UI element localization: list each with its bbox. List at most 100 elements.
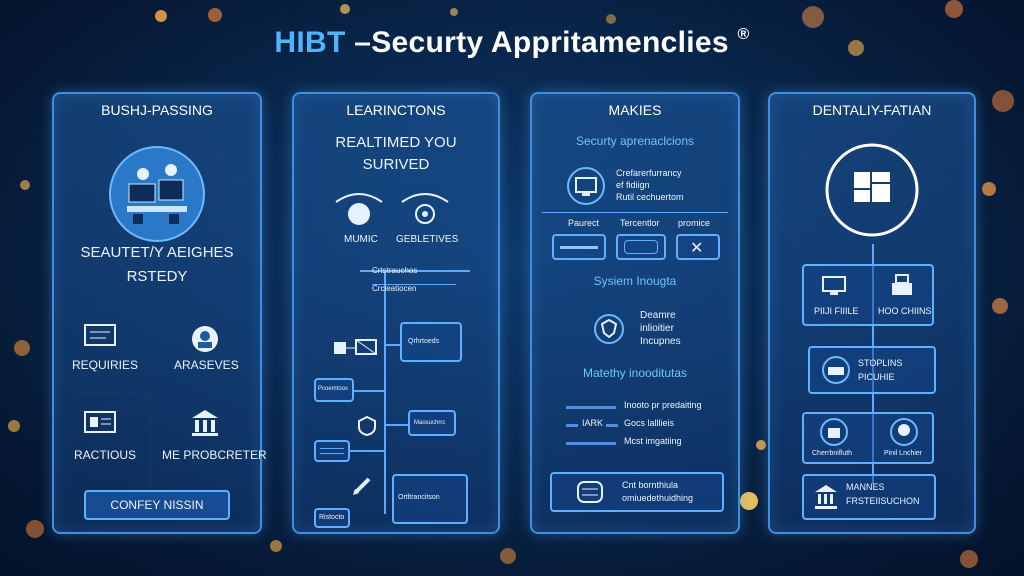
- arc-left-icon: [335, 193, 383, 225]
- item-requirements: REQUIRIES: [72, 358, 139, 372]
- node-2-line-2: PICUHIE: [858, 372, 895, 382]
- confey-nissin-label: CONFEY NISSIN: [110, 498, 204, 512]
- section-methods-title: Matethy inooditutas: [582, 366, 688, 380]
- list-key-2: IARK: [582, 418, 604, 428]
- flow-branch: [372, 284, 456, 285]
- tabs-divider: [542, 212, 728, 213]
- info-line-1: Crefarerfurrancy: [616, 168, 682, 178]
- flow-node-1[interactable]: Qrhrtoeds: [400, 322, 462, 362]
- shield-small-icon: [358, 415, 376, 437]
- divider-horizontal: [74, 392, 244, 393]
- option-card-3-close[interactable]: ✕: [676, 234, 720, 260]
- dashboard-icon: [825, 143, 919, 237]
- building-icon: [192, 410, 218, 436]
- panel-2-subtitle-2: SURIVED: [362, 156, 430, 173]
- flow-node-6[interactable]: Ristocto: [314, 508, 350, 528]
- flow-branch: [384, 344, 400, 346]
- info-line-2: ef fidiign: [616, 180, 650, 190]
- node-line: [320, 448, 344, 449]
- tab-label-3: promice: [678, 218, 711, 228]
- panel-2-heading: LEARINCTONS: [346, 102, 446, 118]
- node-label-7: Ristocto: [319, 514, 345, 521]
- node-line: [320, 453, 344, 454]
- arc-right-icon: [401, 193, 449, 224]
- item-araseves: ARASEVES: [174, 358, 239, 372]
- close-icon: ✕: [690, 240, 704, 257]
- pen-icon: [353, 477, 371, 495]
- network-icon: [334, 339, 377, 355]
- bag-icon: [820, 418, 848, 446]
- node-label-2: Crcieatiocen: [372, 284, 417, 293]
- panel-2-subtitle-1: REALTIMED YOU: [335, 134, 457, 151]
- item-ractious: RACTIOUS: [74, 448, 137, 462]
- server-icon: [577, 481, 603, 503]
- person-icon: [890, 418, 918, 446]
- flow-node-5[interactable]: Ortltrancitson: [392, 474, 468, 524]
- shield-line-3: Incupnes: [640, 336, 681, 347]
- node-label-6: Ortltrancitson: [398, 494, 440, 501]
- footer-2-line-2: FRSTEIISUCHON: [846, 496, 920, 506]
- list-value-2: Gocs lalllieis: [624, 418, 675, 428]
- flow-branch: [354, 390, 384, 392]
- node-label-4: Pcoemtoos: [318, 386, 349, 392]
- flow-node-4[interactable]: [314, 440, 350, 462]
- shield-line-2: inlioitier: [640, 323, 674, 334]
- documents-icon: [84, 411, 116, 433]
- node-card-3[interactable]: Cherrbnifluth Pinil Lnchier: [802, 412, 934, 464]
- shield-icon: [594, 314, 624, 344]
- node-card-1[interactable]: PIIJI FIIILE HOO CHIINS: [802, 264, 934, 326]
- node-2-line-1: STOPLINS: [858, 358, 903, 368]
- info-line-3: Rutil cechuertom: [616, 192, 684, 202]
- list-bar-2: [566, 424, 578, 427]
- institution-icon: [815, 485, 837, 509]
- node-3-label-b: Pinil Lnchier: [884, 450, 923, 457]
- flow-branch: [350, 450, 384, 452]
- flow-node-2[interactable]: Pcoemtoos: [314, 378, 354, 402]
- panel-1-subtitle-1: SEAUTET/Y AEIGHES: [80, 244, 234, 261]
- list-bar-1: [566, 406, 616, 409]
- node-3-label-a: Cherrbnifluth: [812, 450, 853, 457]
- card-inner: [624, 240, 658, 254]
- monitor-icon: [567, 167, 605, 205]
- option-card-1[interactable]: [552, 234, 606, 260]
- node-card-2[interactable]: STOPLINS PICUHIE: [808, 346, 936, 394]
- page-title: HIBT –Securty Appritamenclies ®: [0, 26, 1024, 60]
- mumic-label: MUMIC: [344, 234, 378, 245]
- registered-mark: ®: [737, 26, 750, 43]
- printer-icon: [892, 274, 912, 295]
- panel-1: BUSHJ-PASSING SEAUTET/Y AEIGHES RSTEDY R…: [52, 92, 267, 534]
- shield-line-1: Deamre: [640, 310, 676, 321]
- flow-node-3[interactable]: Maosuchrrc: [408, 410, 456, 436]
- monitor-small-icon: [822, 276, 846, 295]
- footer-2-line-1: MANNES: [846, 482, 885, 492]
- flow-branch: [360, 270, 470, 272]
- car-icon: [822, 356, 850, 384]
- flow-branch: [384, 424, 408, 426]
- panel-1-subtitle-2: RSTEDY: [126, 268, 188, 285]
- list-value-3: Mcst imgatiing: [624, 436, 682, 446]
- section-system-title: Sysiem Inougta: [593, 274, 677, 288]
- footer-card-2[interactable]: MANNES FRSTEIISUCHON: [802, 474, 936, 520]
- gebletives-label: GEBLETIVES: [396, 234, 459, 245]
- divider-vertical: [150, 298, 151, 488]
- list-bar-2b: [606, 424, 618, 427]
- confey-nissin-button[interactable]: CONFEY NISSIN: [84, 490, 230, 520]
- section-security-title: Securty aprenaclcions: [575, 134, 695, 148]
- list-value-1: Inooto pr predaiting: [624, 400, 702, 410]
- item-me-probcreter: ME PROBCRETER: [162, 448, 267, 462]
- card-bar: [560, 246, 598, 249]
- panel-3: MAKIES Securty aprenaclcions Crefarerfur…: [530, 92, 740, 534]
- requirements-icon: [84, 324, 116, 346]
- node-1-label-a: PIIJI FIIILE: [814, 306, 859, 316]
- panel-3-heading: MAKIES: [608, 102, 662, 118]
- list-bar-3: [566, 442, 616, 445]
- footer-card[interactable]: Cnt bornthiula omiuedethuidhing: [550, 472, 724, 512]
- option-card-2[interactable]: [616, 234, 666, 260]
- panel-1-heading: BUSHJ-PASSING: [101, 102, 213, 118]
- title-brand: HIBT: [274, 26, 346, 59]
- footer-line-2: omiuedethuidhing: [622, 493, 694, 503]
- panel-2: LEARINCTONS REALTIMED YOU SURIVED MUMIC …: [292, 92, 500, 534]
- node-label-1: Crtstrauchos: [372, 266, 418, 275]
- footer-line-1: Cnt bornthiula: [622, 480, 679, 490]
- node-1-label-b: HOO CHIINS: [878, 306, 932, 316]
